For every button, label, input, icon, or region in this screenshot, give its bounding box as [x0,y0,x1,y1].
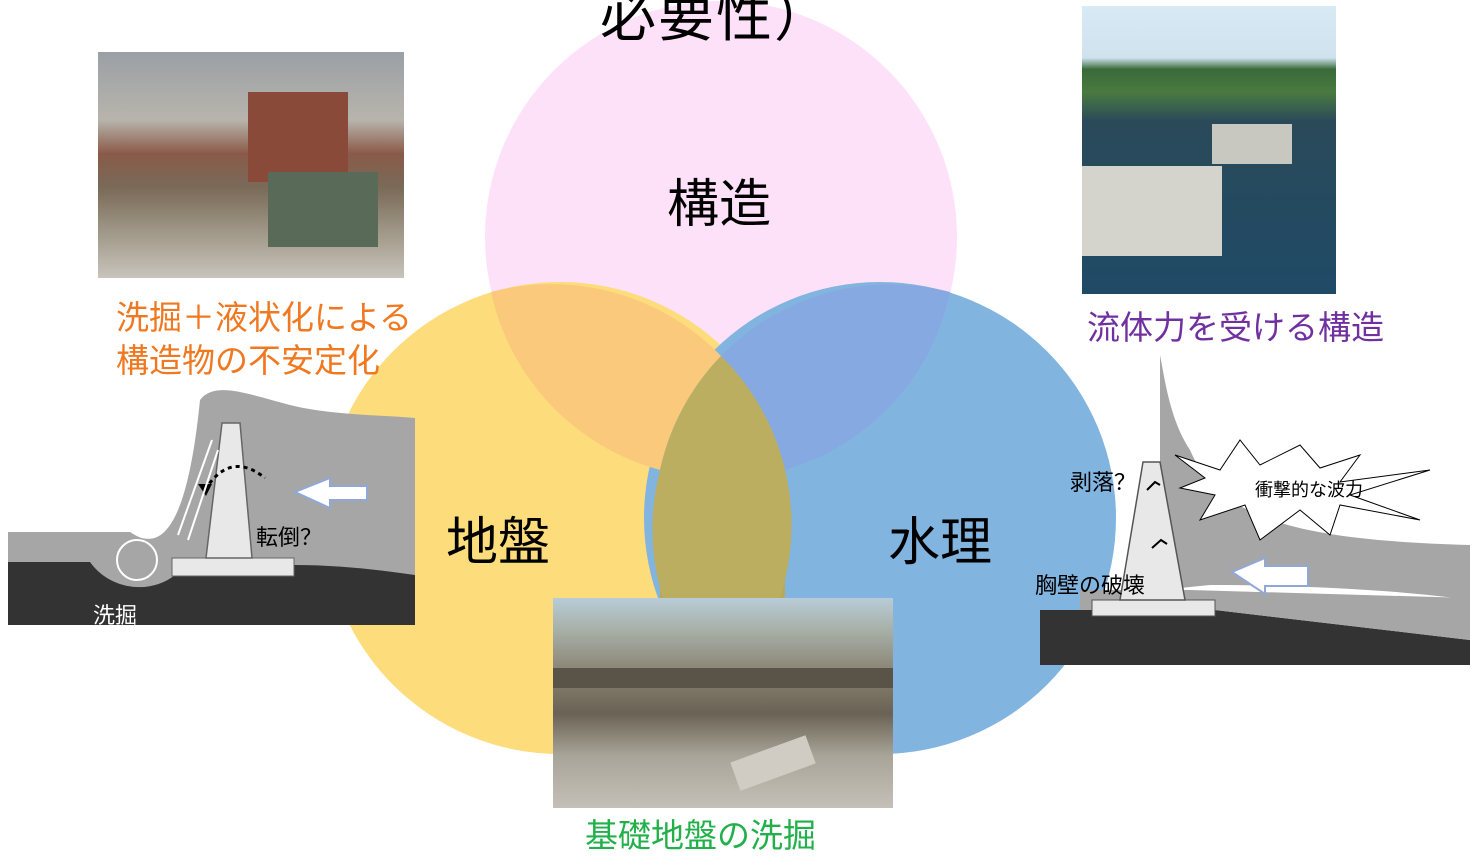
page-title: 必要性） [600,0,832,50]
photo-collapsed-building [98,52,404,278]
parapet-label: 胸壁の破壊 [1035,574,1146,599]
right-cross-section [1040,355,1470,665]
caption-top-left-line1: 洗掘＋液状化による [116,298,413,337]
label-structure: 構造 [667,175,772,235]
label-ground: 地盤 [446,513,551,573]
overlap-structure-hydraulics [721,284,950,470]
label-hydraulics: 水理 [888,513,993,573]
impact-label: 衝撃的な波力 [1255,480,1363,501]
photo-scoured-foundation [553,598,893,808]
caption-bottom: 基礎地盤の洗掘 [585,816,816,855]
impact-burst-shape [1174,439,1431,541]
overturn-label: 転倒？ [256,526,323,551]
overlap-ground-structure [491,284,721,470]
spalling-label: 剥落？ [1070,471,1137,496]
caption-top-right: 流体力を受ける構造 [1087,308,1384,347]
left-cross-section [8,390,415,625]
caption-top-left-line2: 構造物の不安定化 [116,341,380,380]
photo-breakwater [1082,6,1336,294]
scour-label: 洗掘 [93,604,138,629]
